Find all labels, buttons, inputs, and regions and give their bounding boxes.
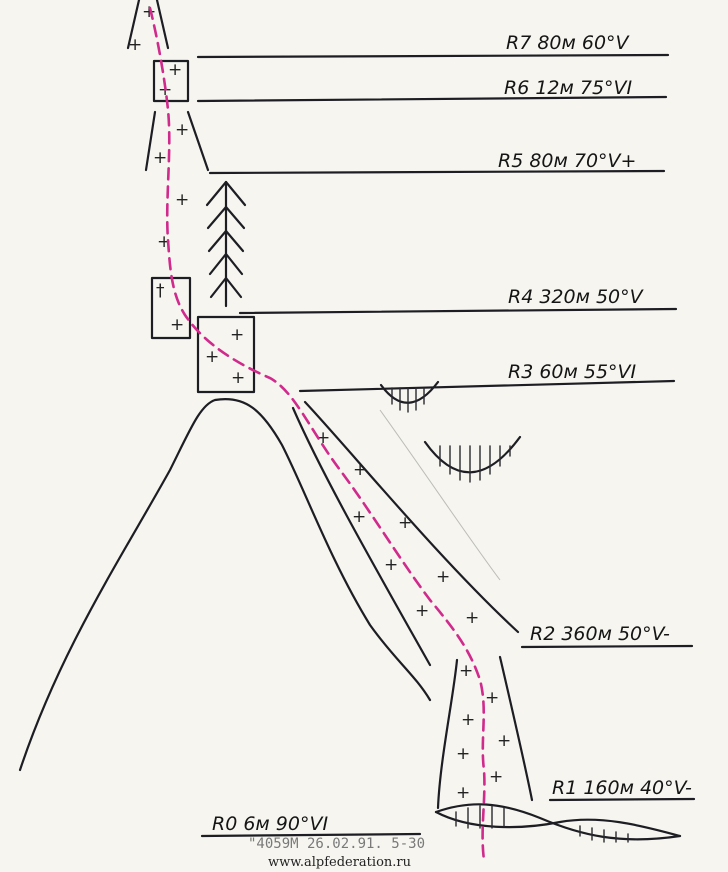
svg-text:+: + [415,601,429,621]
pitch-lines [196,53,696,838]
r5-gully [144,110,210,172]
snow-bowl-lower [423,435,522,483]
pitch-label-r1: R1 160м 40°V- [552,777,692,799]
svg-text:+: + [456,783,470,803]
svg-text:+: + [231,368,245,388]
svg-text:+: + [489,767,503,787]
svg-text:+: + [205,347,219,367]
lower-chimney [436,655,534,810]
pitch-line-r4 [238,307,678,315]
svg-text:+: + [175,120,189,140]
svg-text:+: + [384,555,398,575]
svg-text:+: + [398,513,412,533]
base-ledge [434,803,682,843]
svg-text:†: † [156,281,165,301]
pitch-line-r3 [298,379,676,393]
rock-markers: + + + + + + + + † + + + + + + + + + + + … [128,2,511,803]
couloir-right-wall [303,400,520,634]
pitch-line-r7 [196,53,670,59]
svg-text:+: + [168,60,182,80]
pitch-line-r6 [196,95,668,103]
pitch-line-r0 [200,832,422,838]
climbing-route-line [148,6,486,862]
pitch-label-r6: R6 12м 75°VI [504,77,633,99]
pitch-line-r1 [548,797,696,802]
archive-stamp: "4059М 26.02.91. 5-30 [248,836,425,852]
svg-text:+: + [436,567,450,587]
svg-text:+: + [142,2,156,22]
svg-text:+: + [316,428,330,448]
pitch-label-r2: R2 360м 50°V- [530,623,670,645]
svg-text:+: + [230,325,244,345]
svg-text:+: + [461,710,475,730]
website-caption: www.alpfederation.ru [268,855,411,870]
svg-text:+: + [465,608,479,628]
r6-rock-box [152,59,190,103]
svg-text:+: + [456,744,470,764]
svg-text:+: + [128,35,142,55]
r3-rock-box [196,315,256,394]
svg-text:+: + [352,507,366,527]
svg-text:+: + [153,148,167,168]
svg-text:+: + [170,315,184,335]
svg-text:+: + [353,460,367,480]
snow-bowl-upper [379,380,440,413]
pitch-line-r5 [208,169,666,175]
svg-text:+: + [485,688,499,708]
svg-text:+: + [459,661,473,681]
pitch-label-r3: R3 60м 55°VI [508,361,637,383]
pitch-line-r2 [520,644,694,649]
pitch-label-r0: R0 6м 90°VI [212,813,328,835]
main-rock-massif [18,398,432,772]
pitch-label-r5: R5 80м 70°V+ [498,150,636,172]
ice-chevron-column [205,180,247,308]
top-couloir [126,0,170,50]
pitch-label-r4: R4 320м 50°V [508,286,645,308]
couloir-left-wall [291,406,432,667]
svg-text:+: + [497,731,511,751]
pitch-label-r7: R7 80м 60°V [506,32,631,54]
svg-text:+: + [175,190,189,210]
